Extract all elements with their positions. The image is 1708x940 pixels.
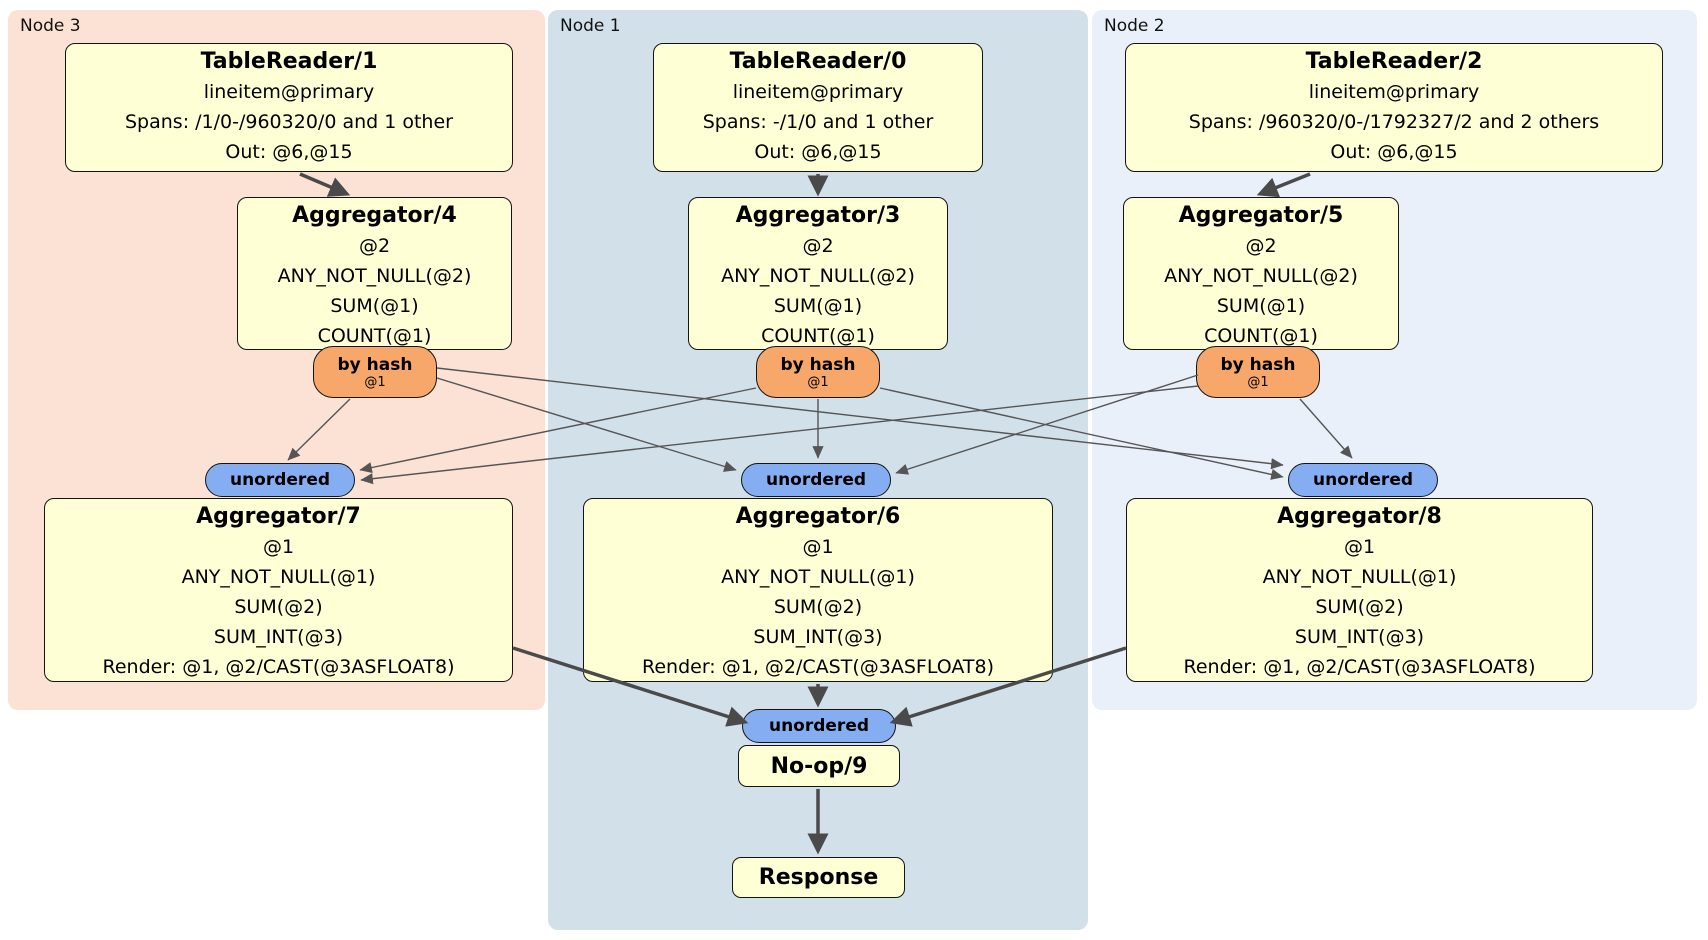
agg-line: COUNT(@1): [761, 325, 875, 347]
agg-render-line: Render: @1, @2/CAST(@3ASFLOAT8): [102, 656, 455, 678]
aggregator-8-title: Aggregator/8: [1277, 504, 1442, 529]
agg-line: ANY_NOT_NULL(@1): [1262, 566, 1457, 588]
tablereader-0-title: TableReader/0: [729, 49, 907, 74]
agg-line: ANY_NOT_NULL(@2): [721, 265, 915, 287]
stream-badge-node1: unordered: [741, 463, 891, 497]
tablereader-0-index: lineitem@primary: [732, 81, 904, 103]
aggregator-4-title: Aggregator/4: [292, 203, 457, 228]
noop-title: No-op/9: [770, 753, 868, 779]
tablereader-2-out: Out: @6,@15: [1330, 141, 1458, 163]
tablereader-2-index: lineitem@primary: [1308, 81, 1480, 103]
agg-line: SUM(@2): [234, 596, 323, 618]
aggregator-7-box: Aggregator/7 @1 ANY_NOT_NULL(@1) SUM(@2)…: [44, 498, 513, 682]
agg-line: SUM_INT(@3): [753, 626, 883, 648]
stream-label: unordered: [765, 470, 867, 490]
hash-router-badge-node3: by hash @1: [313, 346, 437, 398]
tablereader-0-box: TableReader/0 lineitem@primary Spans: -/…: [653, 43, 983, 172]
response-box: Response: [732, 857, 905, 898]
agg-line: SUM(@1): [330, 295, 419, 317]
agg-render-line: Render: @1, @2/CAST(@3ASFLOAT8): [642, 656, 994, 678]
agg-line: ANY_NOT_NULL(@1): [721, 566, 915, 588]
stream-badge-node3: unordered: [205, 463, 355, 497]
aggregator-6-title: Aggregator/6: [735, 504, 901, 529]
aggregator-7-title: Aggregator/7: [196, 504, 361, 529]
agg-line: SUM(@1): [1216, 295, 1306, 317]
agg-line: SUM(@1): [773, 295, 863, 317]
agg-render-line: Render: @1, @2/CAST(@3ASFLOAT8): [1183, 656, 1536, 678]
aggregator-6-box: Aggregator/6 @1 ANY_NOT_NULL(@1) SUM(@2)…: [583, 498, 1053, 682]
tablereader-2-spans: Spans: /960320/0-/1792327/2 and 2 others: [1188, 111, 1600, 133]
stream-label: unordered: [1312, 470, 1414, 490]
aggregator-5-title: Aggregator/5: [1178, 203, 1344, 228]
hash-router-badge-node2: by hash @1: [1196, 346, 1320, 398]
stream-label: unordered: [768, 716, 870, 736]
agg-line: @1: [1343, 536, 1376, 558]
response-title: Response: [758, 865, 879, 890]
aggregator-5-box: Aggregator/5 @2 ANY_NOT_NULL(@2) SUM(@1)…: [1123, 197, 1399, 350]
agg-line: COUNT(@1): [1204, 325, 1318, 347]
agg-line: @2: [802, 235, 834, 257]
aggregator-3-title: Aggregator/3: [735, 203, 901, 228]
noop-box: No-op/9: [738, 745, 900, 787]
tablereader-1-index: lineitem@primary: [203, 81, 375, 103]
stream-label: unordered: [229, 470, 331, 490]
hash-router-label: by hash: [1220, 354, 1296, 375]
aggregator-4-box: Aggregator/4 @2 ANY_NOT_NULL(@2) SUM(@1)…: [237, 197, 512, 350]
hash-router-columns: @1: [364, 374, 386, 390]
tablereader-0-out: Out: @6,@15: [754, 141, 882, 163]
tablereader-2-title: TableReader/2: [1305, 49, 1483, 74]
stream-badge-sink: unordered: [742, 709, 896, 743]
tablereader-0-spans: Spans: -/1/0 and 1 other: [702, 111, 934, 133]
tablereader-2-box: TableReader/2 lineitem@primary Spans: /9…: [1125, 43, 1663, 172]
agg-line: @1: [802, 536, 834, 558]
agg-line: @2: [358, 235, 391, 257]
hash-router-label: by hash: [780, 354, 856, 375]
hash-router-columns: @1: [807, 374, 829, 390]
tablereader-1-title: TableReader/1: [200, 49, 378, 74]
agg-line: COUNT(@1): [317, 325, 432, 347]
agg-line: @2: [1245, 235, 1277, 257]
node1-label: Node 1: [560, 16, 621, 36]
agg-line: ANY_NOT_NULL(@1): [181, 566, 376, 588]
hash-router-badge-node1: by hash @1: [756, 346, 880, 398]
agg-line: ANY_NOT_NULL(@2): [1164, 265, 1358, 287]
hash-router-label: by hash: [337, 354, 413, 375]
tablereader-1-box: TableReader/1 lineitem@primary Spans: /1…: [65, 43, 513, 172]
aggregator-3-box: Aggregator/3 @2 ANY_NOT_NULL(@2) SUM(@1)…: [688, 197, 948, 350]
agg-line: SUM(@2): [773, 596, 863, 618]
node2-label: Node 2: [1104, 16, 1165, 36]
aggregator-8-box: Aggregator/8 @1 ANY_NOT_NULL(@1) SUM(@2)…: [1126, 498, 1593, 682]
tablereader-1-out: Out: @6,@15: [225, 141, 353, 163]
agg-line: ANY_NOT_NULL(@2): [277, 265, 472, 287]
agg-line: SUM(@2): [1315, 596, 1404, 618]
agg-line: SUM_INT(@3): [213, 626, 344, 648]
node3-label: Node 3: [20, 16, 81, 36]
tablereader-1-spans: Spans: /1/0-/960320/0 and 1 other: [125, 111, 453, 133]
agg-line: @1: [262, 536, 295, 558]
stream-badge-node2: unordered: [1288, 463, 1438, 497]
hash-router-columns: @1: [1247, 374, 1269, 390]
agg-line: SUM_INT(@3): [1294, 626, 1425, 648]
